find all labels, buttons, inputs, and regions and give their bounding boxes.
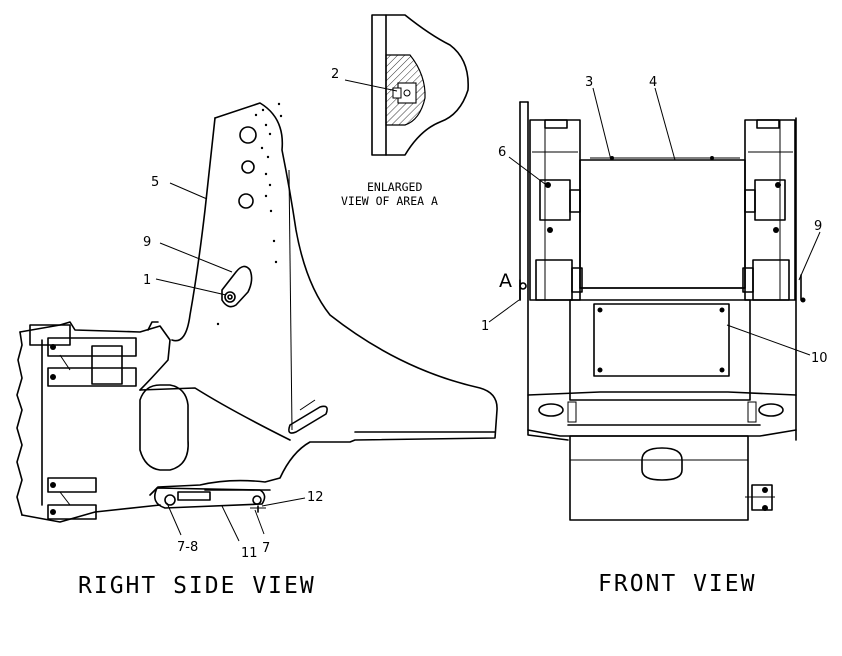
callout-3: 3 — [585, 75, 593, 90]
enlarged-detail: 2 ENLARGED VIEW OF AREA A — [331, 14, 469, 208]
callout-6: 6 — [498, 145, 506, 160]
enlarged-caption-line2: VIEW OF AREA A — [341, 194, 438, 208]
callout-5: 5 — [151, 175, 159, 190]
area-a-marker: A — [499, 270, 512, 292]
callout-7-8: 7-8 — [177, 540, 198, 555]
callout-1-side: 1 — [143, 273, 151, 288]
front-view-caption: FRONT VIEW — [598, 571, 756, 597]
callout-10: 10 — [811, 351, 828, 366]
front-view: 3 4 6 9 1 10 A FRONT VIEW — [481, 75, 828, 597]
right-side-view: 5 9 1 12 7-8 11 7 RIGHT SIDE VIEW — [16, 102, 498, 599]
right-side-view-caption: RIGHT SIDE VIEW — [78, 573, 316, 599]
callout-2-detail: 2 — [331, 67, 339, 82]
callout-9-front: 9 — [814, 219, 822, 234]
callout-12: 12 — [307, 490, 324, 505]
callout-9-side: 9 — [143, 235, 151, 250]
callout-11: 11 — [241, 546, 258, 561]
enlarged-caption-line1: ENLARGED — [367, 180, 422, 194]
callout-7: 7 — [262, 541, 270, 556]
callout-4: 4 — [649, 75, 657, 90]
callout-1-front: 1 — [481, 319, 489, 334]
